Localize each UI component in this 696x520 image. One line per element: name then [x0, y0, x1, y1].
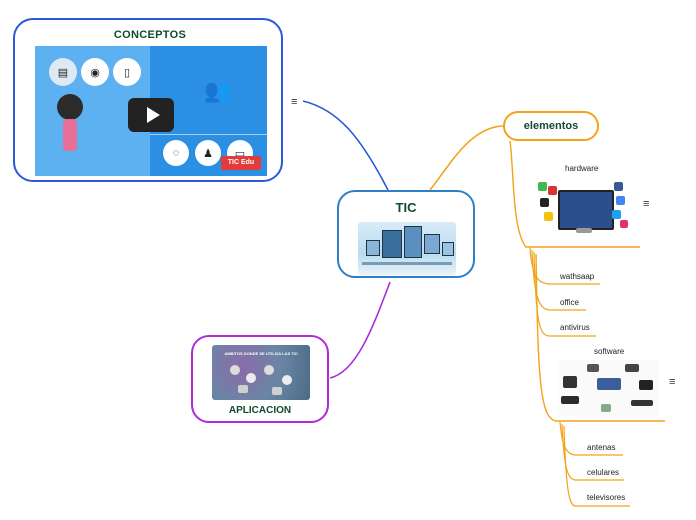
- aplicacion-image-caption: AMBITOS DONDE SE UTILIZA LAS TIC: [224, 351, 298, 356]
- tic-illustration: [358, 222, 456, 275]
- play-button[interactable]: [128, 98, 174, 132]
- hardware-child-office[interactable]: office: [560, 298, 579, 307]
- rss-icon: ◉: [81, 58, 109, 86]
- conceptos-title: CONCEPTOS: [113, 29, 187, 41]
- person-avatar-head: [57, 94, 83, 120]
- central-title: TIC: [395, 200, 417, 215]
- central-node-tic[interactable]: TIC: [337, 190, 475, 278]
- teacher-icon: ♟: [195, 140, 221, 166]
- video-divider: [150, 134, 267, 135]
- software-label[interactable]: software: [594, 347, 625, 356]
- elementos-title: elementos: [523, 120, 579, 132]
- software-menu-icon[interactable]: ≡: [669, 376, 676, 388]
- printer-icon: ▤: [49, 58, 77, 86]
- aplicacion-title: APLICACION: [228, 405, 292, 416]
- software-child-antenas[interactable]: antenas: [587, 443, 616, 452]
- elementos-node[interactable]: elementos: [503, 111, 599, 141]
- hardware-image: [536, 180, 628, 238]
- video-logo-badge: TIC Edu: [221, 156, 261, 170]
- software-child-celulares[interactable]: celulares: [587, 468, 620, 477]
- hardware-label[interactable]: hardware: [565, 164, 599, 173]
- conceptos-video[interactable]: ▤ ◉ ▯ 👥 ◌ ♟ ▭ TIC Edu: [35, 46, 267, 176]
- conceptos-node[interactable]: CONCEPTOS ▤ ◉ ▯ 👥 ◌ ♟ ▭ TIC Edu: [13, 18, 283, 182]
- users-group-icon: 👥: [204, 78, 232, 103]
- software-child-televisores[interactable]: televisores: [587, 493, 626, 502]
- person-figure-icon: [63, 119, 77, 151]
- aplicacion-image: AMBITOS DONDE SE UTILIZA LAS TIC: [212, 345, 310, 400]
- hardware-menu-icon[interactable]: ≡: [643, 198, 650, 210]
- software-image: [559, 360, 659, 416]
- conceptos-menu-icon[interactable]: ≡: [291, 96, 298, 108]
- globe-icon: ◌: [163, 140, 189, 166]
- hardware-child-antivirus[interactable]: antivirus: [560, 323, 590, 332]
- phone-icon: ▯: [113, 58, 141, 86]
- hardware-child-wathsaap[interactable]: wathsaap: [560, 272, 595, 281]
- aplicacion-node[interactable]: AMBITOS DONDE SE UTILIZA LAS TIC APLICAC…: [191, 335, 329, 423]
